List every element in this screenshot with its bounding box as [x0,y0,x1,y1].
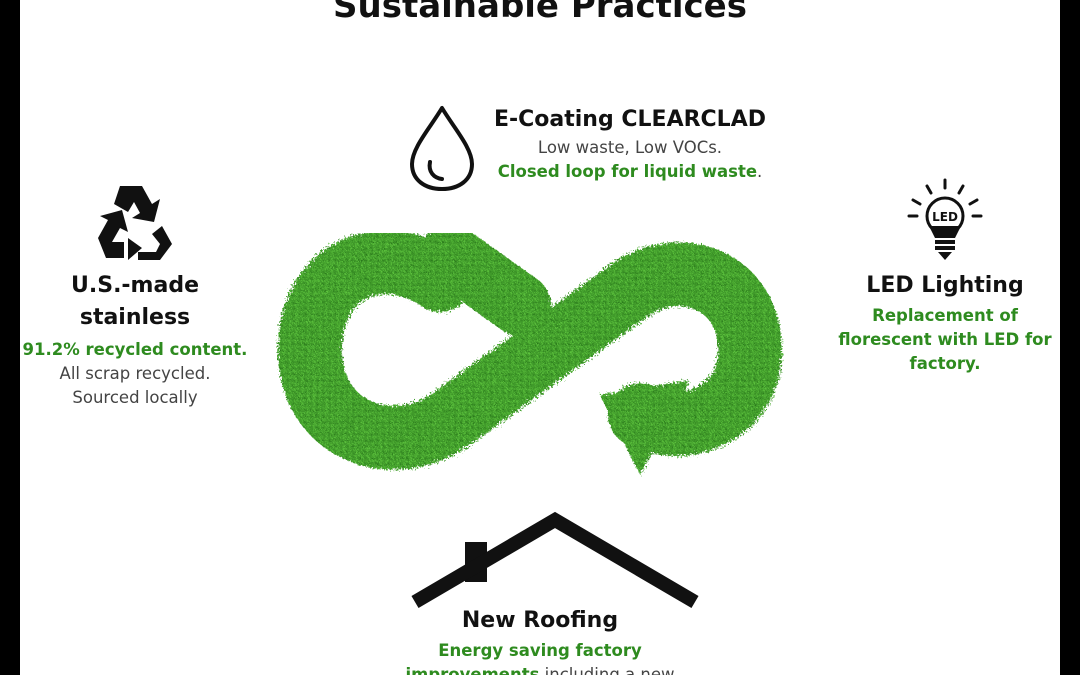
led-bulb-icon: LED [907,178,983,260]
stainless-sourced: Sourced locally [72,388,198,407]
roofing-title: New Roofing [461,608,619,633]
stainless-block: U.S.-made stainless 91.2% recycled conte… [20,270,250,410]
ecoating-closed-loop: Closed loop for liquid waste. [460,160,800,184]
led-desc-1: Replacement of [872,306,1018,325]
roofing-improvements: improvements [405,665,540,675]
house-roof-icon [411,511,699,609]
roofing-block: New Roofing Energy saving factory improv… [380,605,700,675]
ecoating-desc: Low waste, Low VOCs. [537,138,723,157]
ecoating-title: E-Coating CLEARCLAD [493,107,766,132]
roofing-desc-2: improvements including a new [380,663,700,675]
stainless-recycled: 91.2% recycled content. [22,340,248,359]
led-block: LED Lighting Replacement of florescent w… [825,270,1060,376]
roofing-including: including a new [539,665,675,675]
led-desc-3: factory. [909,354,981,373]
recycle-icon [98,186,172,260]
water-drop-icon [410,106,474,191]
led-bulb-label: LED [932,210,958,224]
ecoating-green-text: Closed loop for liquid waste [497,162,758,181]
stainless-scrap: All scrap recycled. [59,364,211,383]
ecoating-period: . [757,162,763,181]
stainless-title-2: stainless [79,305,191,330]
stainless-title-1: U.S.-made [71,273,199,298]
infinity-loop-icon [277,224,783,475]
led-title: LED Lighting [866,273,1024,298]
led-desc-2: florescent with LED for [838,330,1052,349]
page-title: Sustainable Practices [333,0,747,26]
ecoating-block: E-Coating CLEARCLAD Low waste, Low VOCs.… [460,104,800,184]
infographic-canvas: Sustainable Practices E-Coating CLEARCLA… [20,0,1060,675]
roofing-desc-1: Energy saving factory [438,641,642,660]
